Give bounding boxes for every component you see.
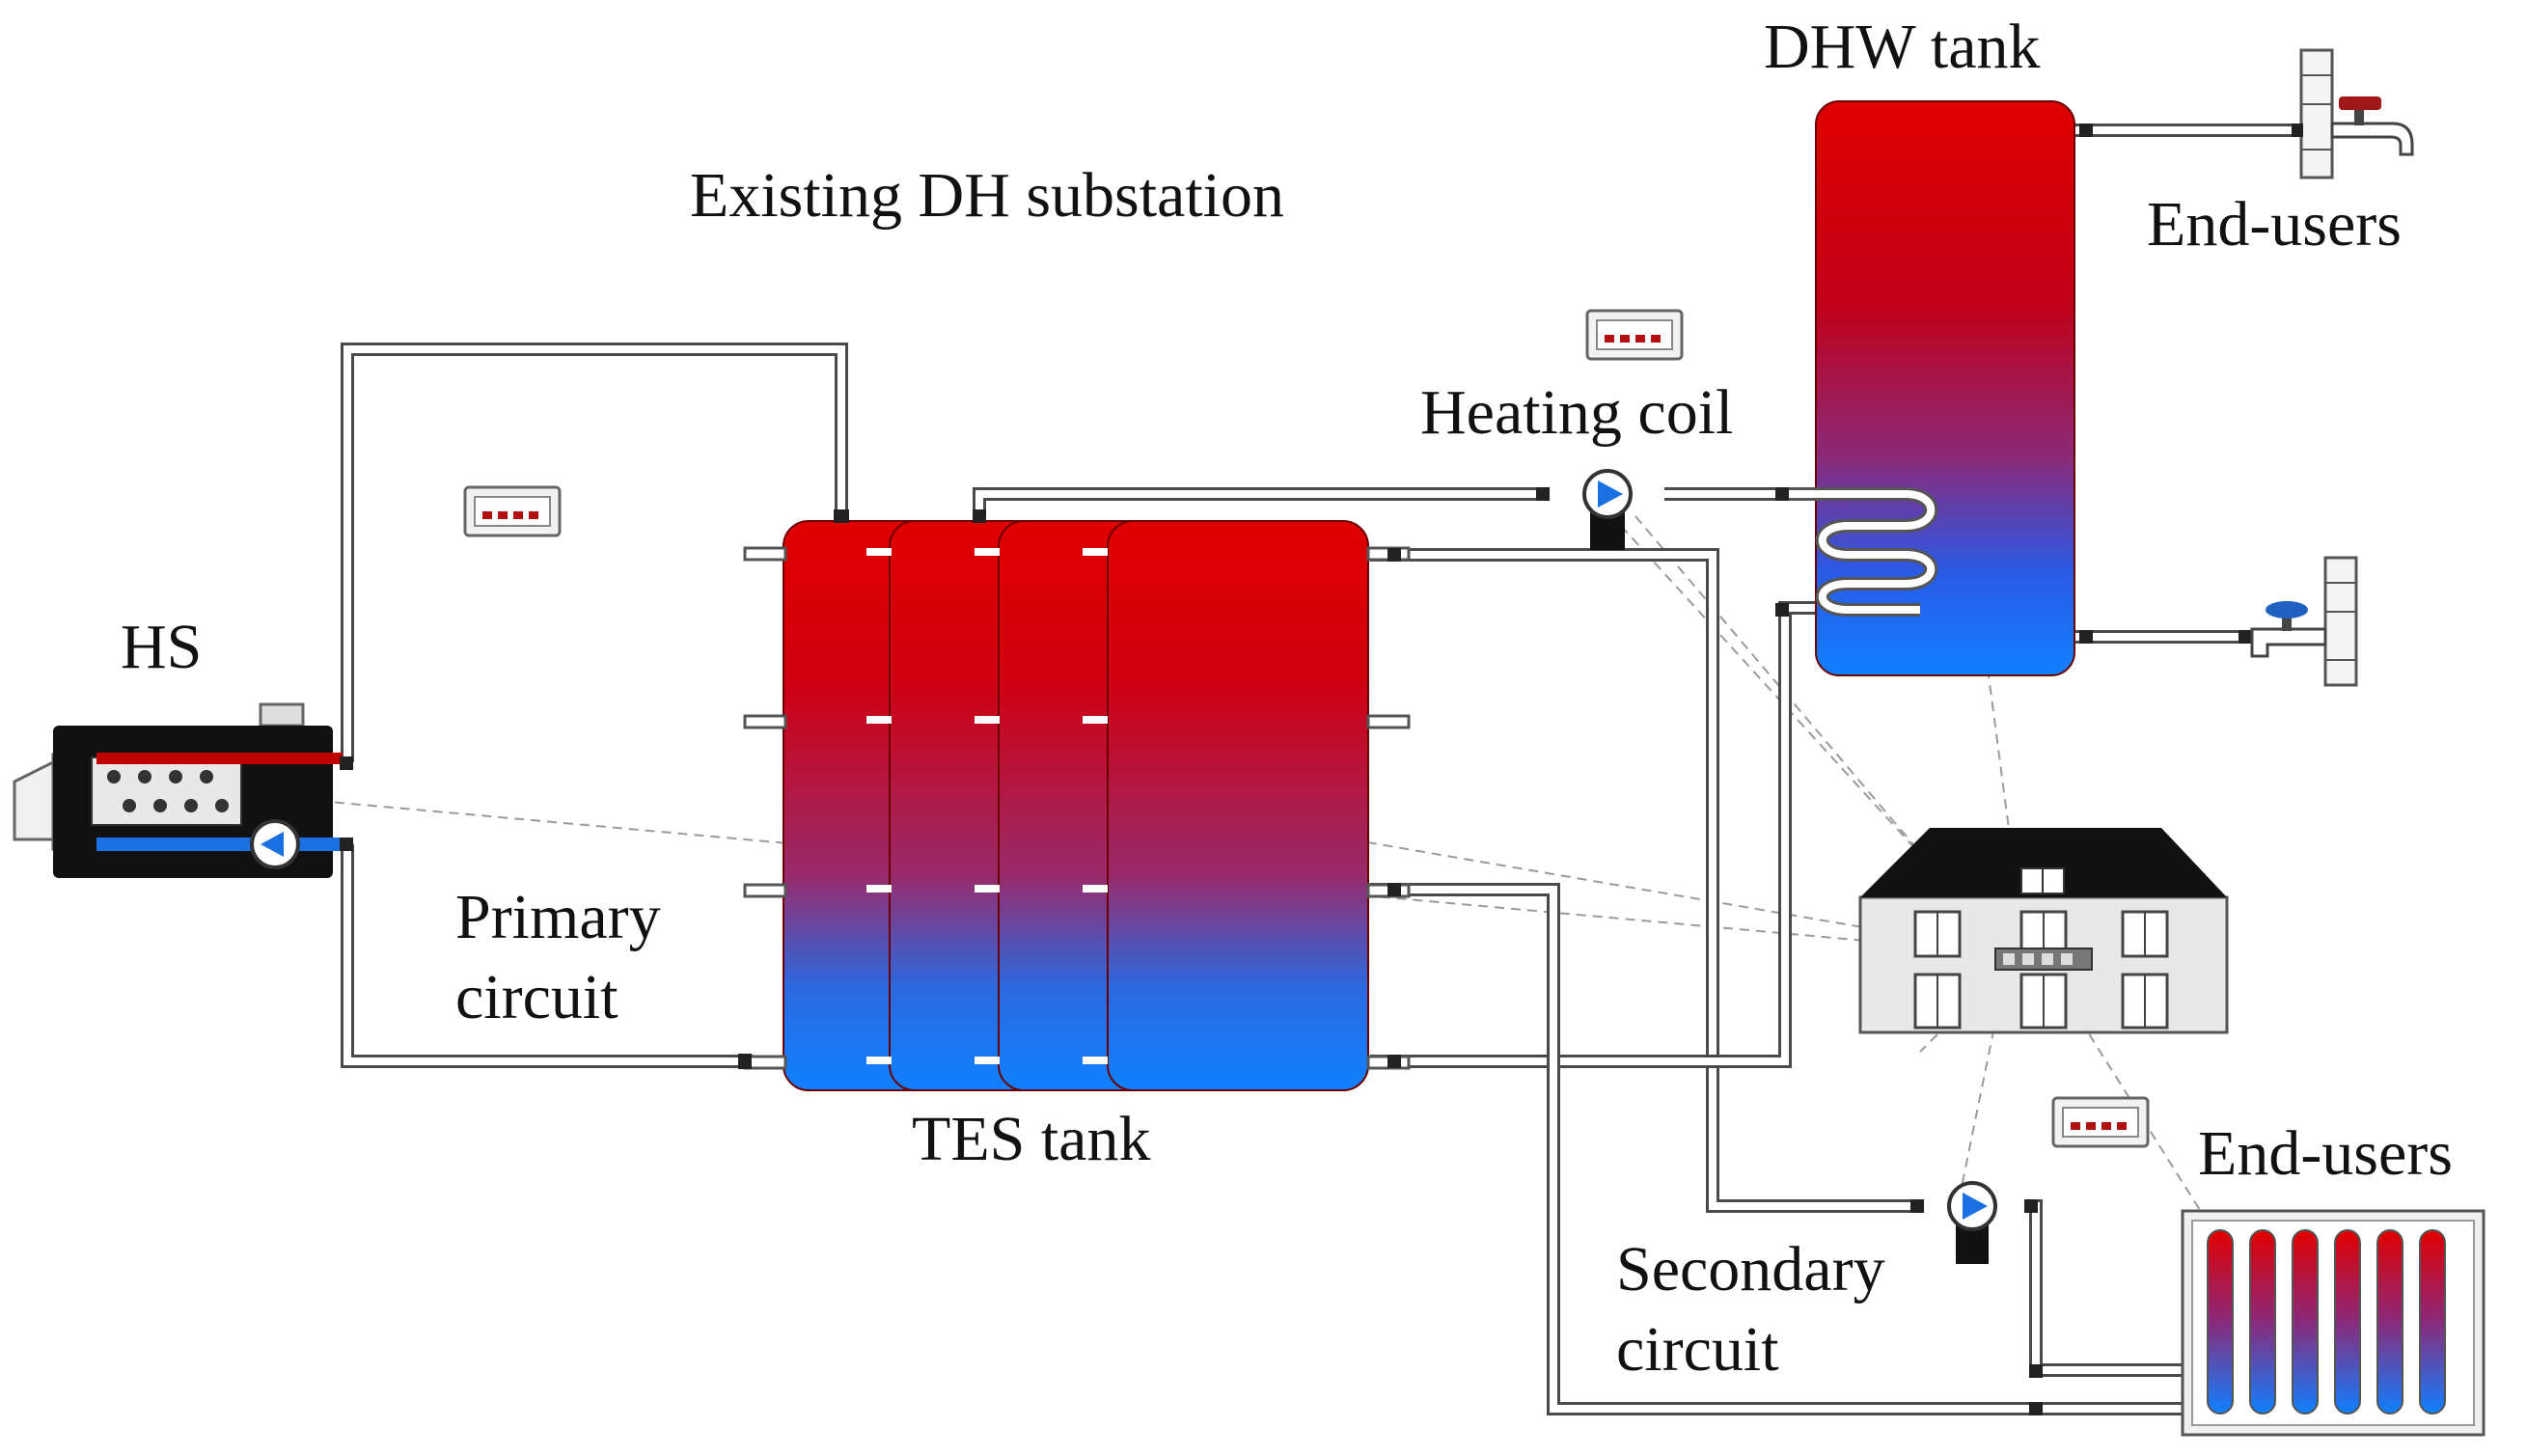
primary-controller — [463, 485, 562, 537]
primary-circuit-line1: Primary — [455, 882, 661, 952]
heating-coil-loop-pipes — [973, 487, 1915, 1213]
dhw-end-user-pipes — [2074, 124, 2296, 644]
tes-tank-label: TES tank — [912, 1104, 1151, 1174]
secondary-circuit-pump — [1910, 1181, 2043, 1415]
primary-circuit-line2: circuit — [455, 961, 618, 1032]
building — [1858, 828, 2229, 1034]
primary-circuit-label: Primary circuit — [455, 878, 661, 1037]
heating-coil-controller — [1585, 309, 1684, 361]
secondary-controller — [2051, 1096, 2150, 1148]
end-users-top-label: End-users — [2147, 189, 2402, 260]
secondary-circuit-line2: circuit — [1616, 1313, 1779, 1385]
primary-circuit-pipes — [341, 343, 848, 1068]
tes-tank — [738, 509, 1411, 1091]
heat-source-boiler — [13, 702, 353, 878]
heating-coil-label: Heating coil — [1420, 377, 1734, 448]
dhw-tank-label: DHW tank — [1764, 12, 2041, 82]
secondary-circuit-label: Secondary circuit — [1616, 1230, 1885, 1389]
dhw-tank — [1775, 100, 2093, 676]
hot-water-tap — [2292, 48, 2414, 179]
cold-water-tap — [2239, 556, 2358, 687]
substation-label: Existing DH substation — [690, 160, 1285, 231]
radiator — [2181, 1209, 2486, 1437]
hs-label: HS — [121, 612, 203, 682]
heating-coil-pump — [1536, 469, 1633, 550]
end-users-bottom-label: End-users — [2198, 1118, 2453, 1189]
secondary-circuit-line1: Secondary — [1616, 1234, 1885, 1305]
